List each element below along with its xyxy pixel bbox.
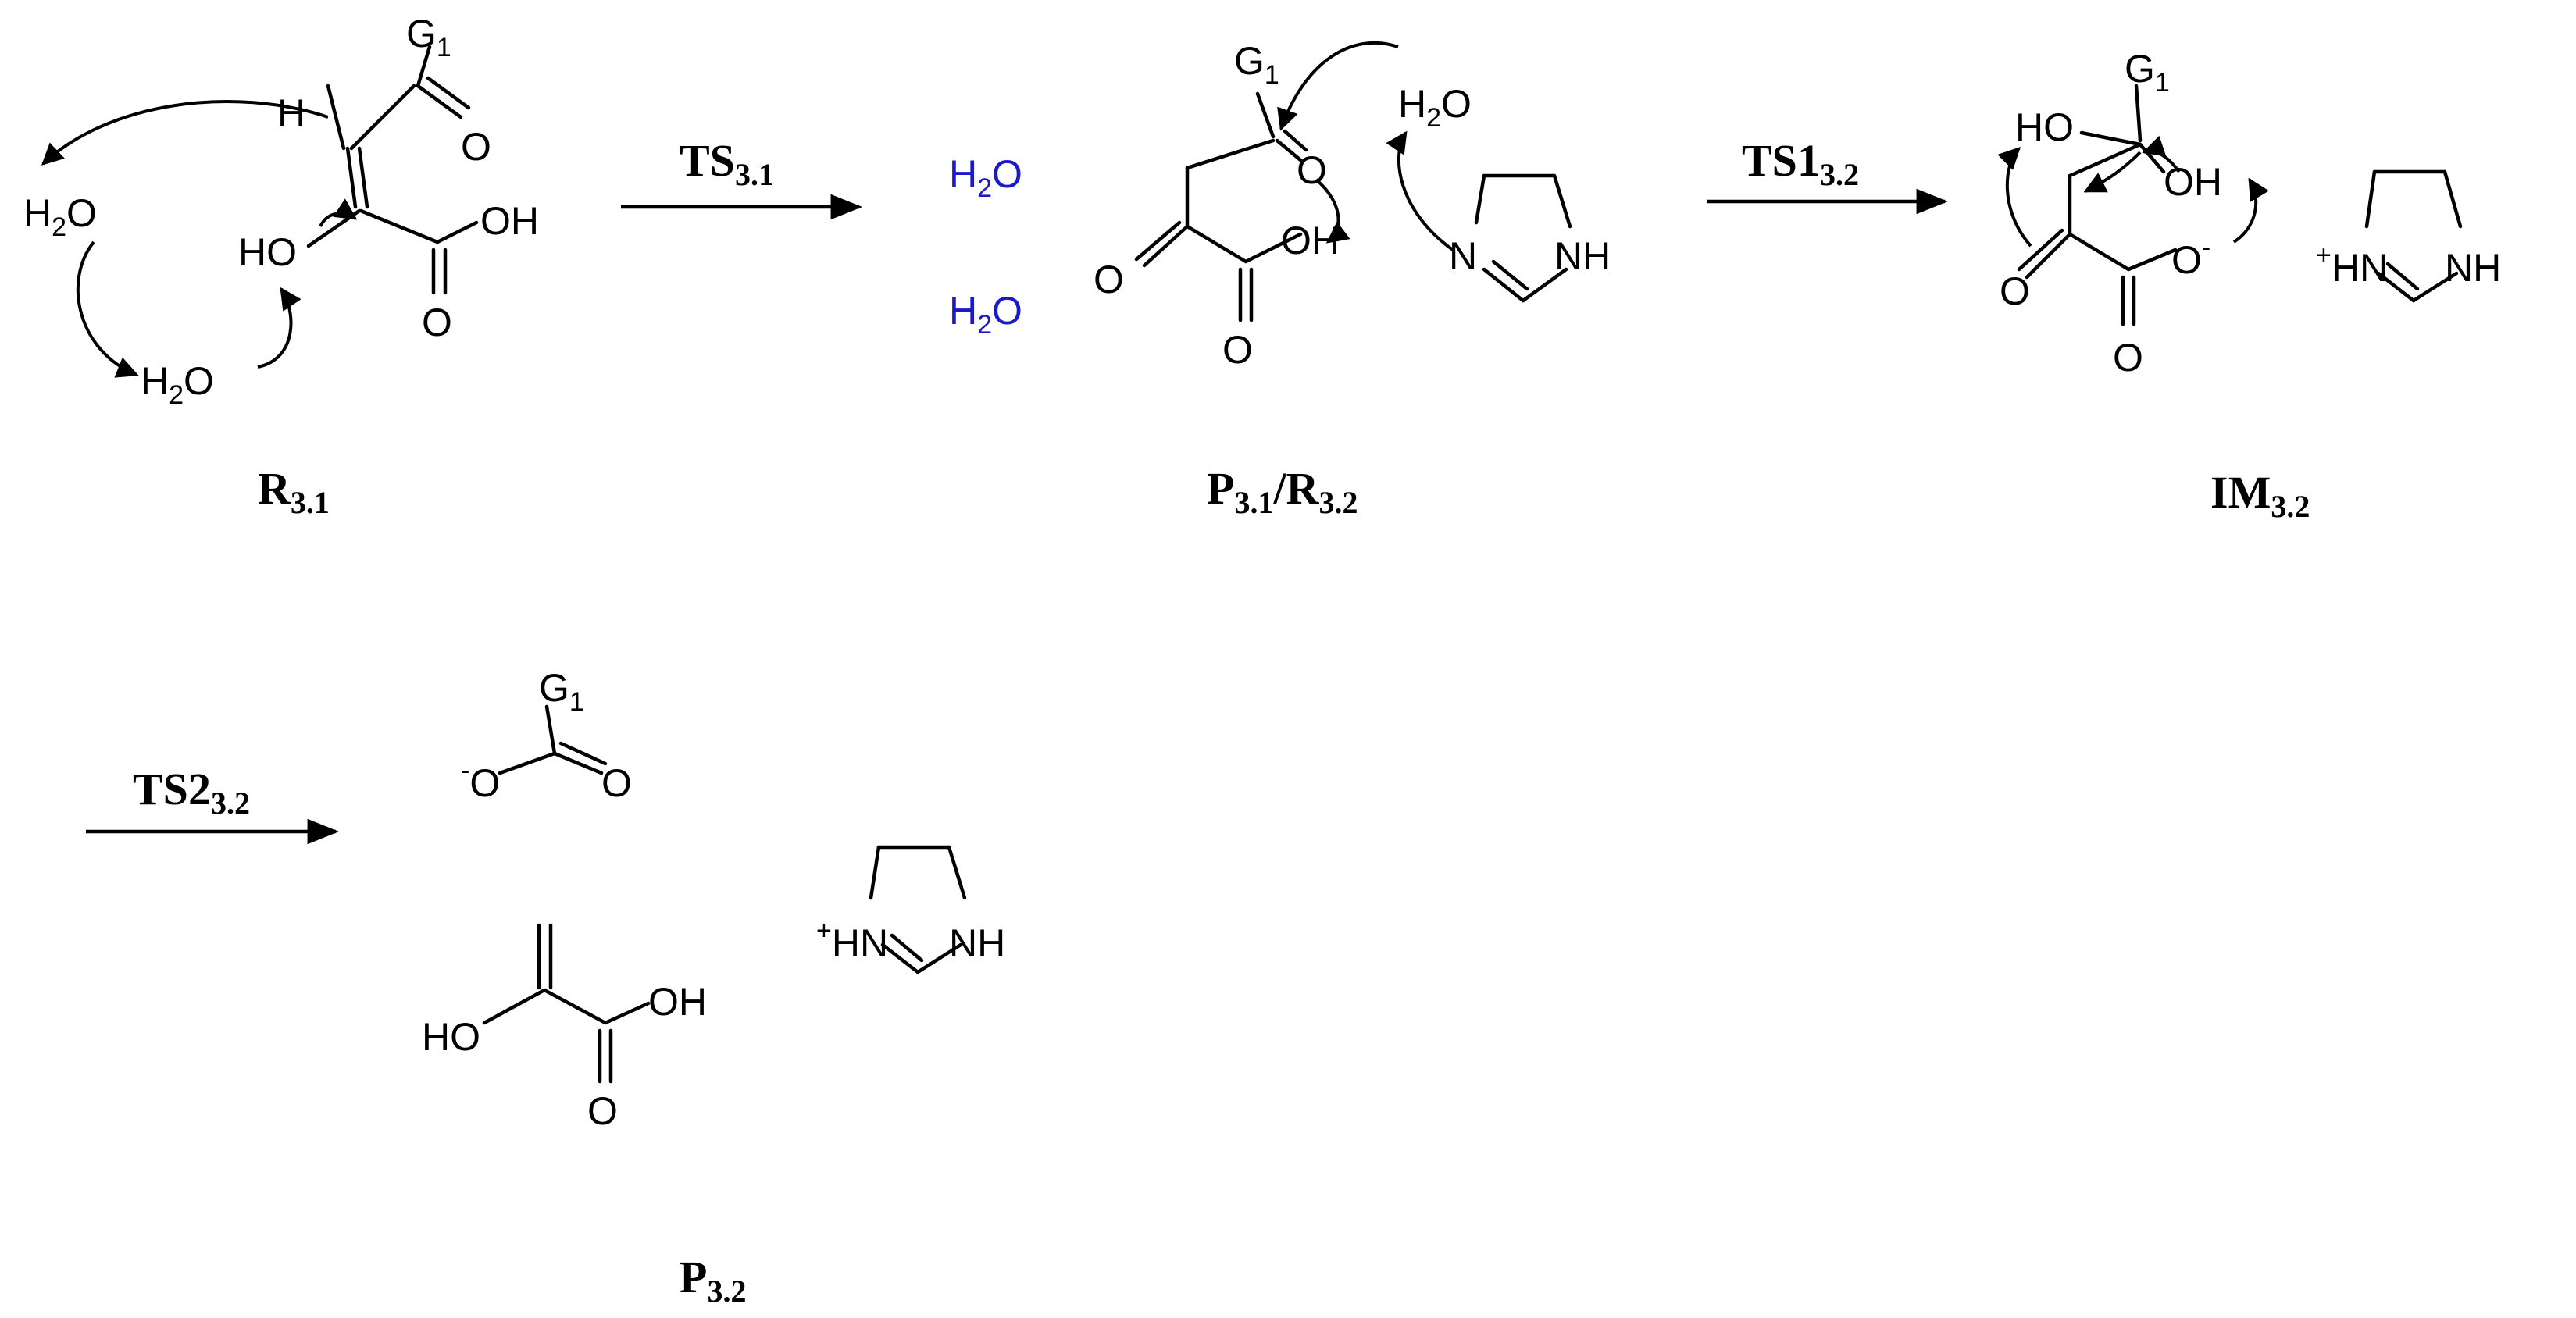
atom-oh-im32: OH: [2164, 160, 2222, 204]
atom-o-p31-acid: O: [1222, 328, 1253, 372]
atom-g1-im32: G1: [2125, 47, 2170, 98]
reaction-arrow-ts232: TS23.2: [86, 764, 340, 845]
atom-ho-enol: HO: [238, 230, 297, 274]
reaction-arrow-ts31: TS3.1: [621, 135, 863, 220]
molecule-im32: G1 HO OH O O- O +HN NH: [1997, 47, 2501, 379]
atom-h: H: [277, 91, 305, 135]
atom-o-im32-alpha: O: [2000, 269, 2030, 313]
label-r31: R3.1: [258, 463, 330, 520]
atom-oh-p32: OH: [648, 980, 707, 1024]
water-r31-bottom: H2O: [141, 359, 214, 410]
label-ts31: TS3.1: [680, 135, 774, 192]
atom-oh-acid: OH: [480, 199, 539, 243]
water-p31-attack: H2O: [1398, 82, 1472, 133]
atom-nh-imid: NH: [1554, 234, 1611, 278]
atom-hn-plus-p32: +HN: [816, 916, 888, 965]
atom-o-p32-acid: O: [587, 1089, 618, 1133]
label-ts232: TS23.2: [133, 764, 250, 821]
atom-n-imid: N: [1449, 234, 1477, 278]
atom-o-minus-p32: -O: [461, 756, 500, 805]
atom-o-minus-im32: O-: [2171, 233, 2210, 282]
water-blue-top: H2O: [949, 152, 1022, 203]
molecule-p32: G1 -O O HO OH O +HN NH: [422, 666, 1005, 1133]
atom-o-im32-acid: O: [2113, 336, 2143, 379]
atom-nh-p32: NH: [949, 921, 1005, 965]
atom-ho-im32: HO: [2015, 105, 2074, 149]
atom-o-p32-carbox: O: [601, 761, 632, 805]
atom-ho-p32: HO: [422, 1015, 480, 1059]
label-p31-r32: P3.1/R3.2: [1207, 463, 1358, 520]
atom-g1: G1: [406, 12, 451, 62]
label-ts132: TS13.2: [1742, 135, 1859, 192]
water-blue-bottom: H2O: [949, 289, 1022, 340]
molecule-r31: G1 H O OH HO O H2O H2O: [23, 12, 539, 410]
label-p32: P3.2: [680, 1252, 746, 1309]
atom-o-acid: O: [422, 301, 452, 344]
molecule-p31-r32: H2O H2O G1 O O OH O H2O N NH: [949, 39, 1611, 372]
label-im32: IM3.2: [2210, 467, 2310, 524]
atom-g1-p31: G1: [1234, 39, 1279, 90]
reaction-arrow-ts132: TS13.2: [1707, 135, 1949, 215]
water-r31-top: H2O: [23, 191, 97, 242]
atom-o-ketone: O: [461, 125, 491, 169]
atom-o-p31-alpha: O: [1094, 258, 1124, 301]
atom-g1-p32: G1: [539, 666, 584, 717]
atom-nh-im32: NH: [2445, 246, 2501, 290]
atom-hn-plus-im32: +HN: [2316, 240, 2388, 290]
